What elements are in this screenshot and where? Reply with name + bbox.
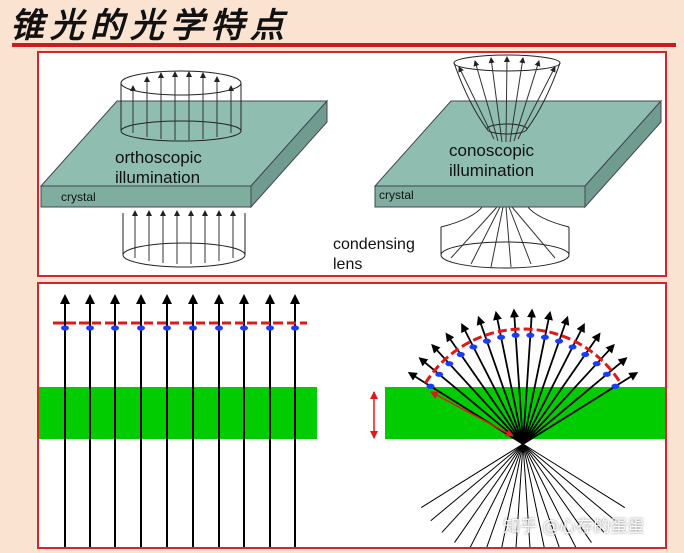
- conoscopic-lower-cone: [440, 205, 570, 269]
- orthoscopic-crystal-slab: [39, 99, 329, 209]
- conoscopic-crystal-slab: [373, 99, 663, 209]
- incoming-ray: [522, 443, 626, 509]
- wavefront-dot: [266, 325, 274, 331]
- orthoscopic-lower-rays: [132, 210, 236, 264]
- wavefront-dot: [511, 332, 520, 338]
- conoscopic-upper-rays: [458, 56, 556, 143]
- wavefront-dot: [291, 325, 299, 331]
- path-length-arrow: [430, 391, 514, 437]
- incoming-ray: [522, 443, 592, 543]
- wavefront-dot: [61, 325, 69, 331]
- wavefront-dot: [602, 371, 611, 377]
- orthoscopic-crystal-label: crystal: [61, 190, 96, 204]
- conoscopic-label-line2: illumination: [449, 161, 534, 180]
- page-title: 锥光的光学特点: [10, 6, 290, 46]
- wavefront-dot: [137, 325, 145, 331]
- wavefront-dot: [189, 325, 197, 331]
- wavefront-dot: [469, 344, 478, 350]
- left-crystal-band: [39, 387, 317, 439]
- incoming-ray: [522, 443, 577, 547]
- wavefront-dot: [611, 383, 620, 389]
- incoming-ray: [522, 443, 560, 547]
- illumination-diagram-panel: orthoscopic illumination crystal: [37, 51, 667, 277]
- wavefront-dot: [111, 325, 119, 331]
- incoming-ray: [430, 443, 524, 522]
- wavefront-dot: [426, 383, 435, 389]
- wavefront-dot: [581, 351, 590, 358]
- conoscopic-lower-rays: [450, 206, 556, 268]
- incoming-ray: [420, 443, 524, 509]
- orthoscopic-upper-rays: [130, 71, 234, 140]
- wavefront-diagram-panel: [37, 282, 667, 549]
- wavefront-dot: [526, 332, 535, 338]
- incoming-ray: [522, 443, 531, 547]
- condensing-lens-label-line2: lens: [333, 256, 362, 273]
- wavefront-dot: [435, 371, 444, 377]
- wavefront-dot: [540, 334, 549, 340]
- wavefront-diagram: [39, 294, 665, 547]
- incoming-ray: [469, 443, 524, 547]
- incoming-ray: [501, 443, 524, 547]
- wavefront-dot: [240, 325, 248, 331]
- wavefront-dot: [555, 338, 564, 344]
- spherical-wavefront: [424, 327, 622, 384]
- wavefront-dot: [456, 351, 465, 358]
- orthoscopic-lower-cylinder: [122, 213, 246, 268]
- incoming-ray: [522, 443, 605, 533]
- wavefront-dot: [482, 338, 491, 344]
- incoming-ray: [486, 443, 524, 547]
- wavefront-dot: [215, 325, 223, 331]
- condensing-lens-label-line1: condensing: [333, 236, 415, 253]
- wavefront-dot: [86, 325, 94, 331]
- parallel-rays: [53, 294, 307, 547]
- orthoscopic-label-line1: orthoscopic: [115, 148, 202, 167]
- title-underline: [12, 43, 676, 47]
- converging-rays: [407, 308, 639, 547]
- incoming-ray: [522, 443, 545, 547]
- incoming-ray: [515, 443, 524, 547]
- wavefront-dot: [592, 361, 601, 367]
- wavefront-dot: [445, 361, 454, 367]
- orthoscopic-upper-cylinder: [120, 70, 242, 142]
- orthoscopic-label-line2: illumination: [115, 168, 200, 187]
- incoming-ray: [522, 443, 616, 522]
- illumination-diagram: orthoscopic illumination crystal: [39, 54, 663, 273]
- watermark: 知乎 @心存的蛋蛋: [503, 517, 645, 537]
- conoscopic-crystal-label: crystal: [379, 188, 414, 202]
- incoming-ray: [441, 443, 524, 533]
- conoscopic-label-line1: conoscopic: [449, 141, 535, 160]
- wavefront-dot: [163, 325, 171, 331]
- incoming-ray: [454, 443, 524, 543]
- wavefront-dot: [497, 334, 506, 340]
- wavefront-dot: [568, 344, 577, 350]
